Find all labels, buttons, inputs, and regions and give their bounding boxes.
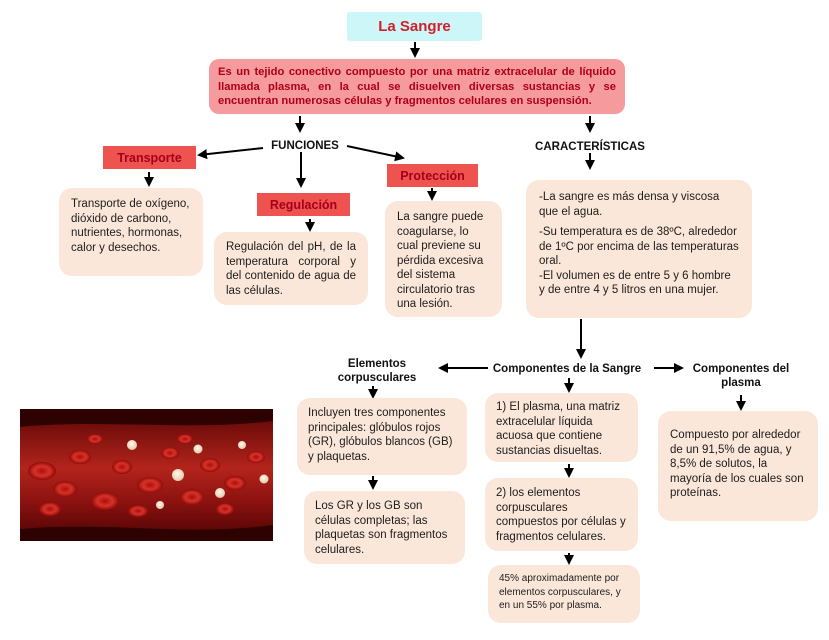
sangre-item2-card: 2) los elementos corpusculares compuesto… bbox=[485, 478, 638, 551]
caracteristicas-p2: -Su temperatura es de 38ºC, alrededor de… bbox=[539, 226, 739, 267]
elementos-label: Elementos corpusculares bbox=[337, 358, 417, 384]
sangre-note-card: 45% aproximadamente por elementos corpus… bbox=[488, 565, 640, 623]
elementos-card-2: Los GR y los GB son células completas; l… bbox=[304, 491, 465, 564]
plasma-card: Compuesto por alrededor de un 91,5% de a… bbox=[658, 411, 818, 521]
transporte-label: Transporte bbox=[103, 146, 196, 169]
white-blood-cells bbox=[127, 440, 269, 509]
red-blood-cells bbox=[28, 434, 265, 517]
plasma-label: Componentes del plasma bbox=[692, 363, 790, 389]
caracteristicas-p3: -El volumen es de entre 5 y 6 hombre y d… bbox=[539, 269, 731, 297]
elementos-card-1: Incluyen tres componentes principales: g… bbox=[297, 398, 467, 475]
transporte-card: Transporte de oxígeno, dióxido de carbon… bbox=[59, 188, 203, 276]
definition-box: Es un tejido conectivo compuesto por una… bbox=[209, 59, 625, 114]
proteccion-label: Protección bbox=[387, 164, 478, 187]
funciones-label: FUNCIONES bbox=[271, 140, 339, 152]
sangre-item1-card: 1) El plasma, una matriz extracelular lí… bbox=[485, 393, 638, 462]
proteccion-card: La sangre puede coagularse, lo cual prev… bbox=[385, 201, 502, 317]
regulacion-card: Regulación del pH, de la temperatura cor… bbox=[214, 232, 368, 305]
arrow-funciones-proteccion bbox=[346, 145, 405, 162]
blood-cells-image bbox=[20, 409, 273, 541]
caracteristicas-p1: -La sangre es más densa y viscosa que el… bbox=[539, 191, 720, 218]
arrow-funciones-transporte bbox=[197, 147, 264, 160]
page-title: La Sangre bbox=[347, 12, 482, 41]
caracteristicas-label: CARACTERÍSTICAS bbox=[535, 141, 645, 153]
caracteristicas-card: -La sangre es más densa y viscosa que el… bbox=[526, 180, 752, 318]
regulacion-label: Regulación bbox=[257, 193, 350, 216]
componentes-label: Componentes de la Sangre bbox=[492, 363, 642, 375]
